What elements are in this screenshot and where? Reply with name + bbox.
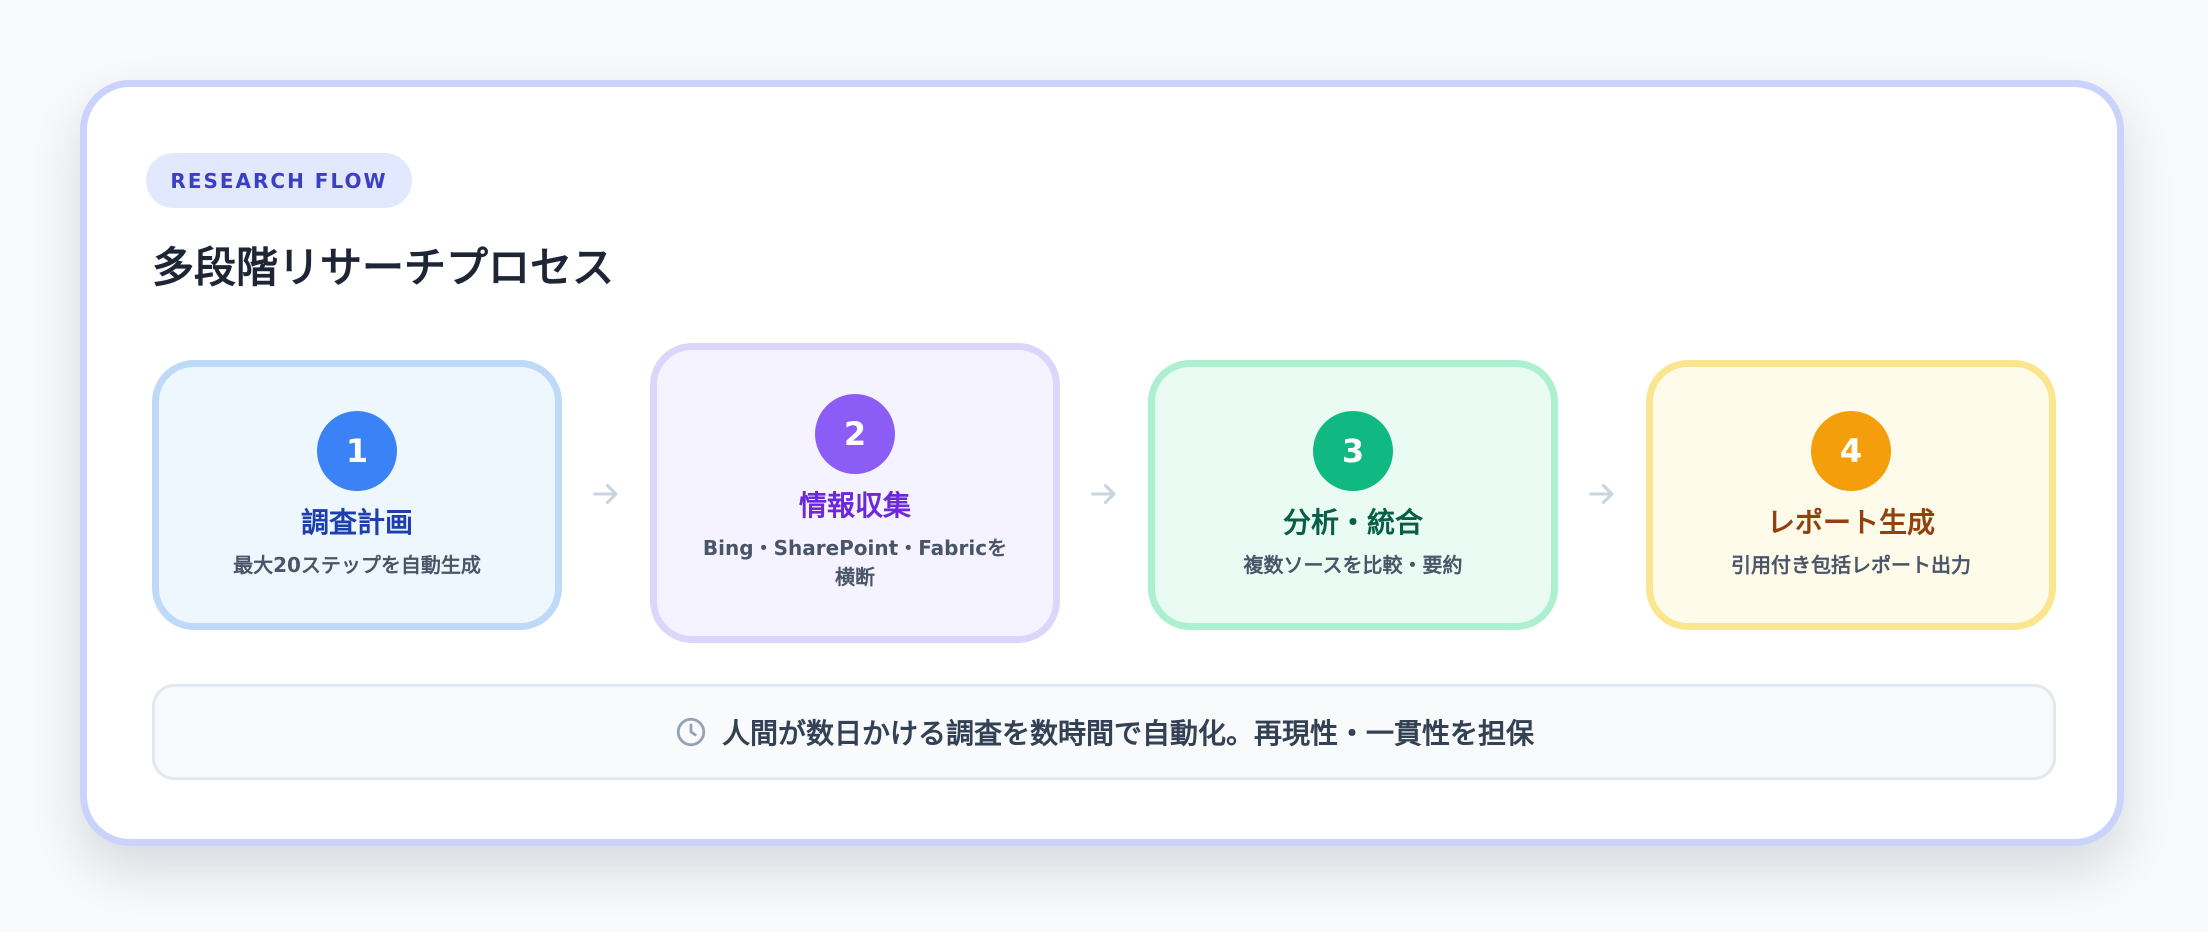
page-title: 多段階リサーチプロセス bbox=[152, 243, 615, 292]
step-title-3: 分析・統合 bbox=[1282, 505, 1423, 539]
step-number-4: 4 bbox=[1811, 410, 1891, 491]
step-desc-4: 引用付き包括レポート出力 bbox=[1731, 552, 1971, 577]
step-desc-2: Bing・SharePoint・Fabricを横断 bbox=[702, 536, 1008, 589]
step-title-4: レポート生成 bbox=[1766, 505, 1935, 539]
step-number-3: 3 bbox=[1313, 410, 1393, 491]
step-desc-3: 複数ソースを比較・要約 bbox=[1243, 552, 1463, 577]
step-desc-1: 最大20ステップを自動生成 bbox=[233, 552, 481, 577]
step-card-1: 1 調査計画 最大20ステップを自動生成 bbox=[152, 360, 562, 630]
step-title-2: 情報収集 bbox=[798, 489, 911, 522]
summary-text: 人間が数日かける調査を数時間で自動化。再現性・一貫性を担保 bbox=[721, 717, 1534, 750]
step-card-2: 2 情報収集 Bing・SharePoint・Fabricを横断 bbox=[650, 343, 1060, 643]
clock-icon bbox=[676, 717, 706, 747]
arrow-right-icon bbox=[593, 483, 618, 505]
step-title-1: 調査計画 bbox=[300, 505, 413, 539]
arrow-right-icon bbox=[1589, 483, 1614, 505]
arrow-right-icon bbox=[1091, 483, 1116, 505]
step-card-3: 3 分析・統合 複数ソースを比較・要約 bbox=[1148, 360, 1558, 630]
step-number-2: 2 bbox=[815, 394, 895, 474]
research-flow-badge: RESEARCH FLOW bbox=[146, 153, 412, 208]
step-card-4: 4 レポート生成 引用付き包括レポート出力 bbox=[1646, 360, 2056, 630]
step-number-1: 1 bbox=[317, 410, 397, 491]
summary-banner: 人間が数日かける調査を数時間で自動化。再現性・一貫性を担保 bbox=[152, 684, 2056, 780]
